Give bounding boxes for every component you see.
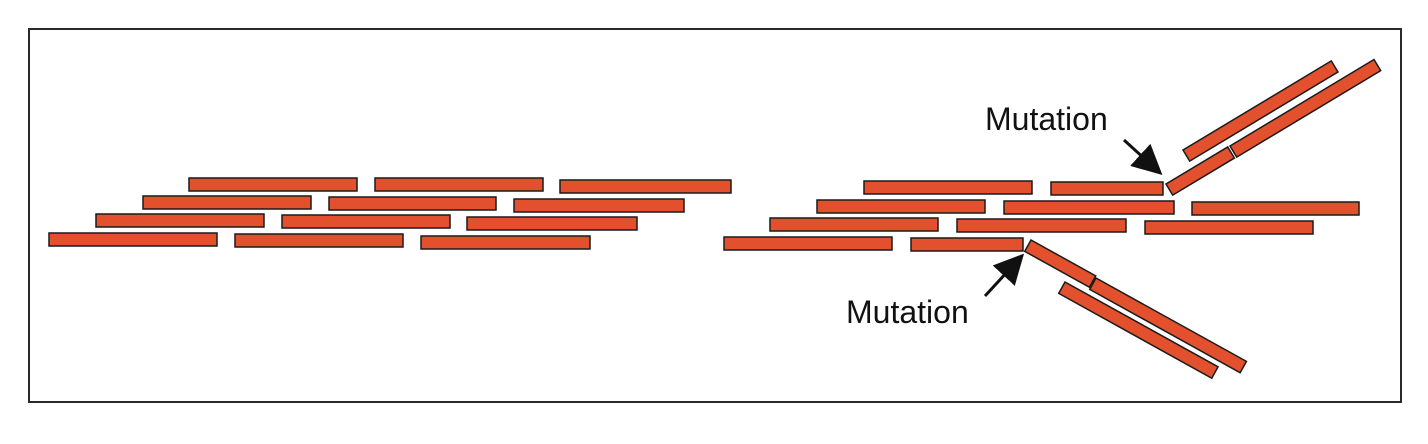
filament-segment: [142, 195, 312, 210]
filament-segment: [328, 196, 497, 211]
filament-segment: [48, 232, 218, 247]
lower-mutation-callout: Mutation: [846, 253, 1025, 330]
filament-segment: [95, 213, 265, 228]
filament-segment: [1057, 280, 1220, 380]
filament-segment: [374, 177, 544, 192]
lower-branch: [1023, 238, 1248, 380]
filament-segment: [956, 218, 1127, 233]
upper-branch: [1164, 58, 1382, 197]
normal-filament-bundle: [48, 177, 732, 250]
filament-segment: [910, 237, 1024, 252]
filament-segment: [1181, 59, 1340, 163]
filament-segment: [1050, 181, 1164, 196]
filament-segment: [863, 180, 1033, 195]
filament-segment: [234, 233, 404, 248]
filament-segment: [769, 217, 939, 232]
upper-mutation-callout: Mutation: [985, 101, 1163, 176]
filament-segment: [1144, 220, 1314, 235]
filament-segment: [1088, 276, 1248, 374]
lower-mutation-arrow: [983, 253, 1025, 298]
filament-segment: [281, 214, 451, 229]
mutated-filament-bundle: [723, 58, 1382, 380]
filament-segment: [723, 236, 893, 251]
filament-segment: [513, 198, 685, 213]
filament-segment: [188, 177, 358, 192]
filament-segment: [420, 235, 591, 250]
filament-segment: [1164, 145, 1236, 197]
filament-segment: [1228, 58, 1382, 159]
lower-mutation-label: Mutation: [846, 294, 969, 330]
filament-segment: [559, 179, 732, 194]
filament-segment: [1191, 201, 1360, 216]
filament-segment: [466, 216, 638, 231]
upper-mutation-arrow: [1122, 138, 1163, 176]
filament-segment: [816, 199, 986, 214]
filament-segment: [1003, 200, 1175, 215]
filament-segment: [1023, 238, 1097, 289]
upper-mutation-label: Mutation: [985, 101, 1108, 137]
